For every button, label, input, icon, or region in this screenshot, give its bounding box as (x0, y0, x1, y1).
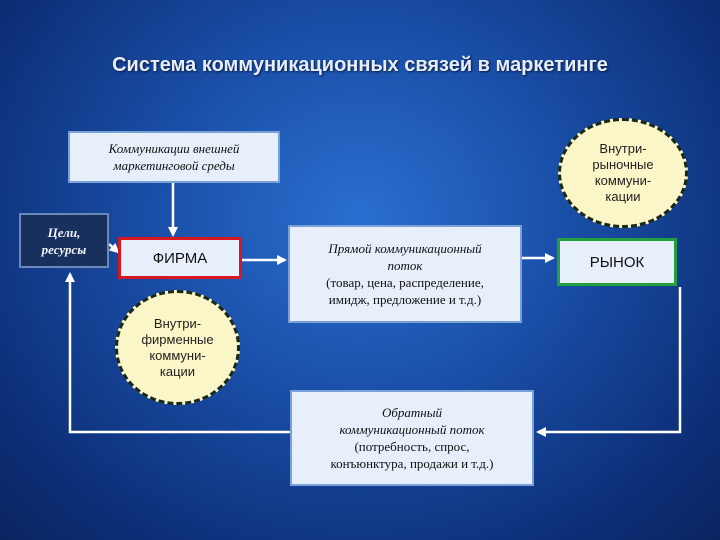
external-environment-box: Коммуникации внешней маркетинговой среды (68, 131, 280, 183)
feedback-flow-detail1: (потребность, спрос, (354, 439, 470, 454)
intra-firm-line4: кации (159, 363, 196, 379)
market-label: РЫНОК (589, 253, 645, 271)
firm-label: ФИРМА (152, 249, 208, 267)
intra-market-line1: Внутри- (599, 141, 647, 156)
goals-line2: ресурсы (41, 241, 87, 257)
direct-flow-heading1: Прямой коммуникационный (328, 241, 482, 256)
firm-box: ФИРМА (118, 237, 242, 279)
arrow-feedback-to-goals (65, 272, 290, 434)
intra-firm-communications: Внутри- фирменные коммуни- кации (115, 290, 240, 405)
external-env-line2: маркетинговой среды (113, 158, 235, 173)
external-env-line1: Коммуникации внешней (108, 141, 240, 156)
intra-firm-line1: Внутри- (153, 315, 202, 331)
intra-firm-line2: фирменные (141, 331, 214, 347)
intra-market-line2: рыночные (592, 157, 654, 172)
arrow-market-to-feedback (536, 287, 682, 437)
feedback-flow-heading1: Обратный (381, 405, 443, 420)
direct-flow-detail1: (товар, цена, распределение, (326, 275, 484, 290)
direct-flow-detail2: имидж, предложение и т.д.) (328, 292, 482, 307)
intra-firm-line3: коммуни- (149, 347, 206, 363)
feedback-flow-detail2: конъюнктура, продажи и т.д.) (330, 456, 494, 471)
page-title: Система коммуникационных связей в маркет… (112, 54, 608, 76)
direct-flow-heading2: поток (387, 258, 423, 273)
intra-market-line3: коммуни- (594, 173, 652, 188)
feedback-flow-heading2: коммуникационный поток (339, 422, 485, 437)
intra-market-line4: кации (605, 189, 641, 204)
market-box: РЫНОК (557, 238, 677, 286)
arrow-goals-to-firm (108, 242, 120, 254)
intra-market-communications: Внутри- рыночные коммуни- кации (558, 118, 688, 228)
direct-flow-box: Прямой коммуникационный поток (товар, це… (288, 225, 522, 323)
goals-line1: Цели, (47, 224, 81, 240)
feedback-flow-box: Обратный коммуникационный поток (потребн… (290, 390, 534, 486)
goals-resources-box: Цели, ресурсы (19, 213, 109, 268)
